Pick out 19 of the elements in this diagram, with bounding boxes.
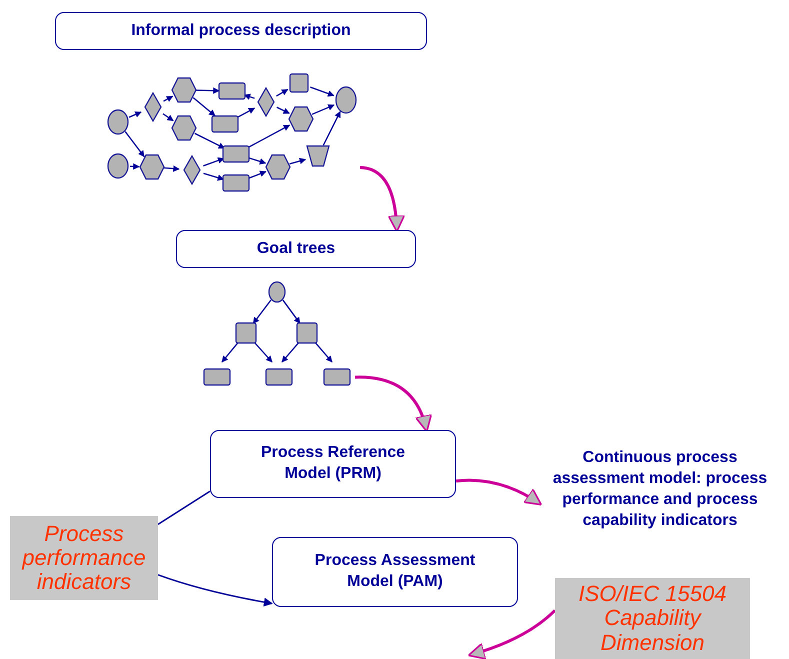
- box-title: Process Assessment Model (PAM): [314, 551, 476, 592]
- curved-arrow: [360, 166, 405, 232]
- note-text: Process performance indicators: [20, 522, 147, 594]
- curved-arrow: [355, 376, 432, 432]
- curved-arrow: [468, 609, 556, 659]
- curved-arrow: [456, 478, 542, 506]
- note-box: [10, 516, 158, 600]
- description-text: Continuous process assessment model: process performance and process capability indicators: [552, 448, 768, 531]
- process-box: [272, 537, 518, 607]
- process-box: [176, 230, 416, 268]
- box-title: Goal trees: [256, 238, 336, 259]
- note-text: ISO/IEC 15504 Capability Dimension: [578, 582, 728, 655]
- note-box: [555, 578, 750, 659]
- arrow: [158, 574, 273, 607]
- box-title: Informal process description: [130, 20, 352, 41]
- process-box: [210, 430, 456, 498]
- process-box: [55, 12, 427, 50]
- box-title: Process Reference Model (PRM): [260, 443, 406, 484]
- connector-line: [158, 490, 210, 526]
